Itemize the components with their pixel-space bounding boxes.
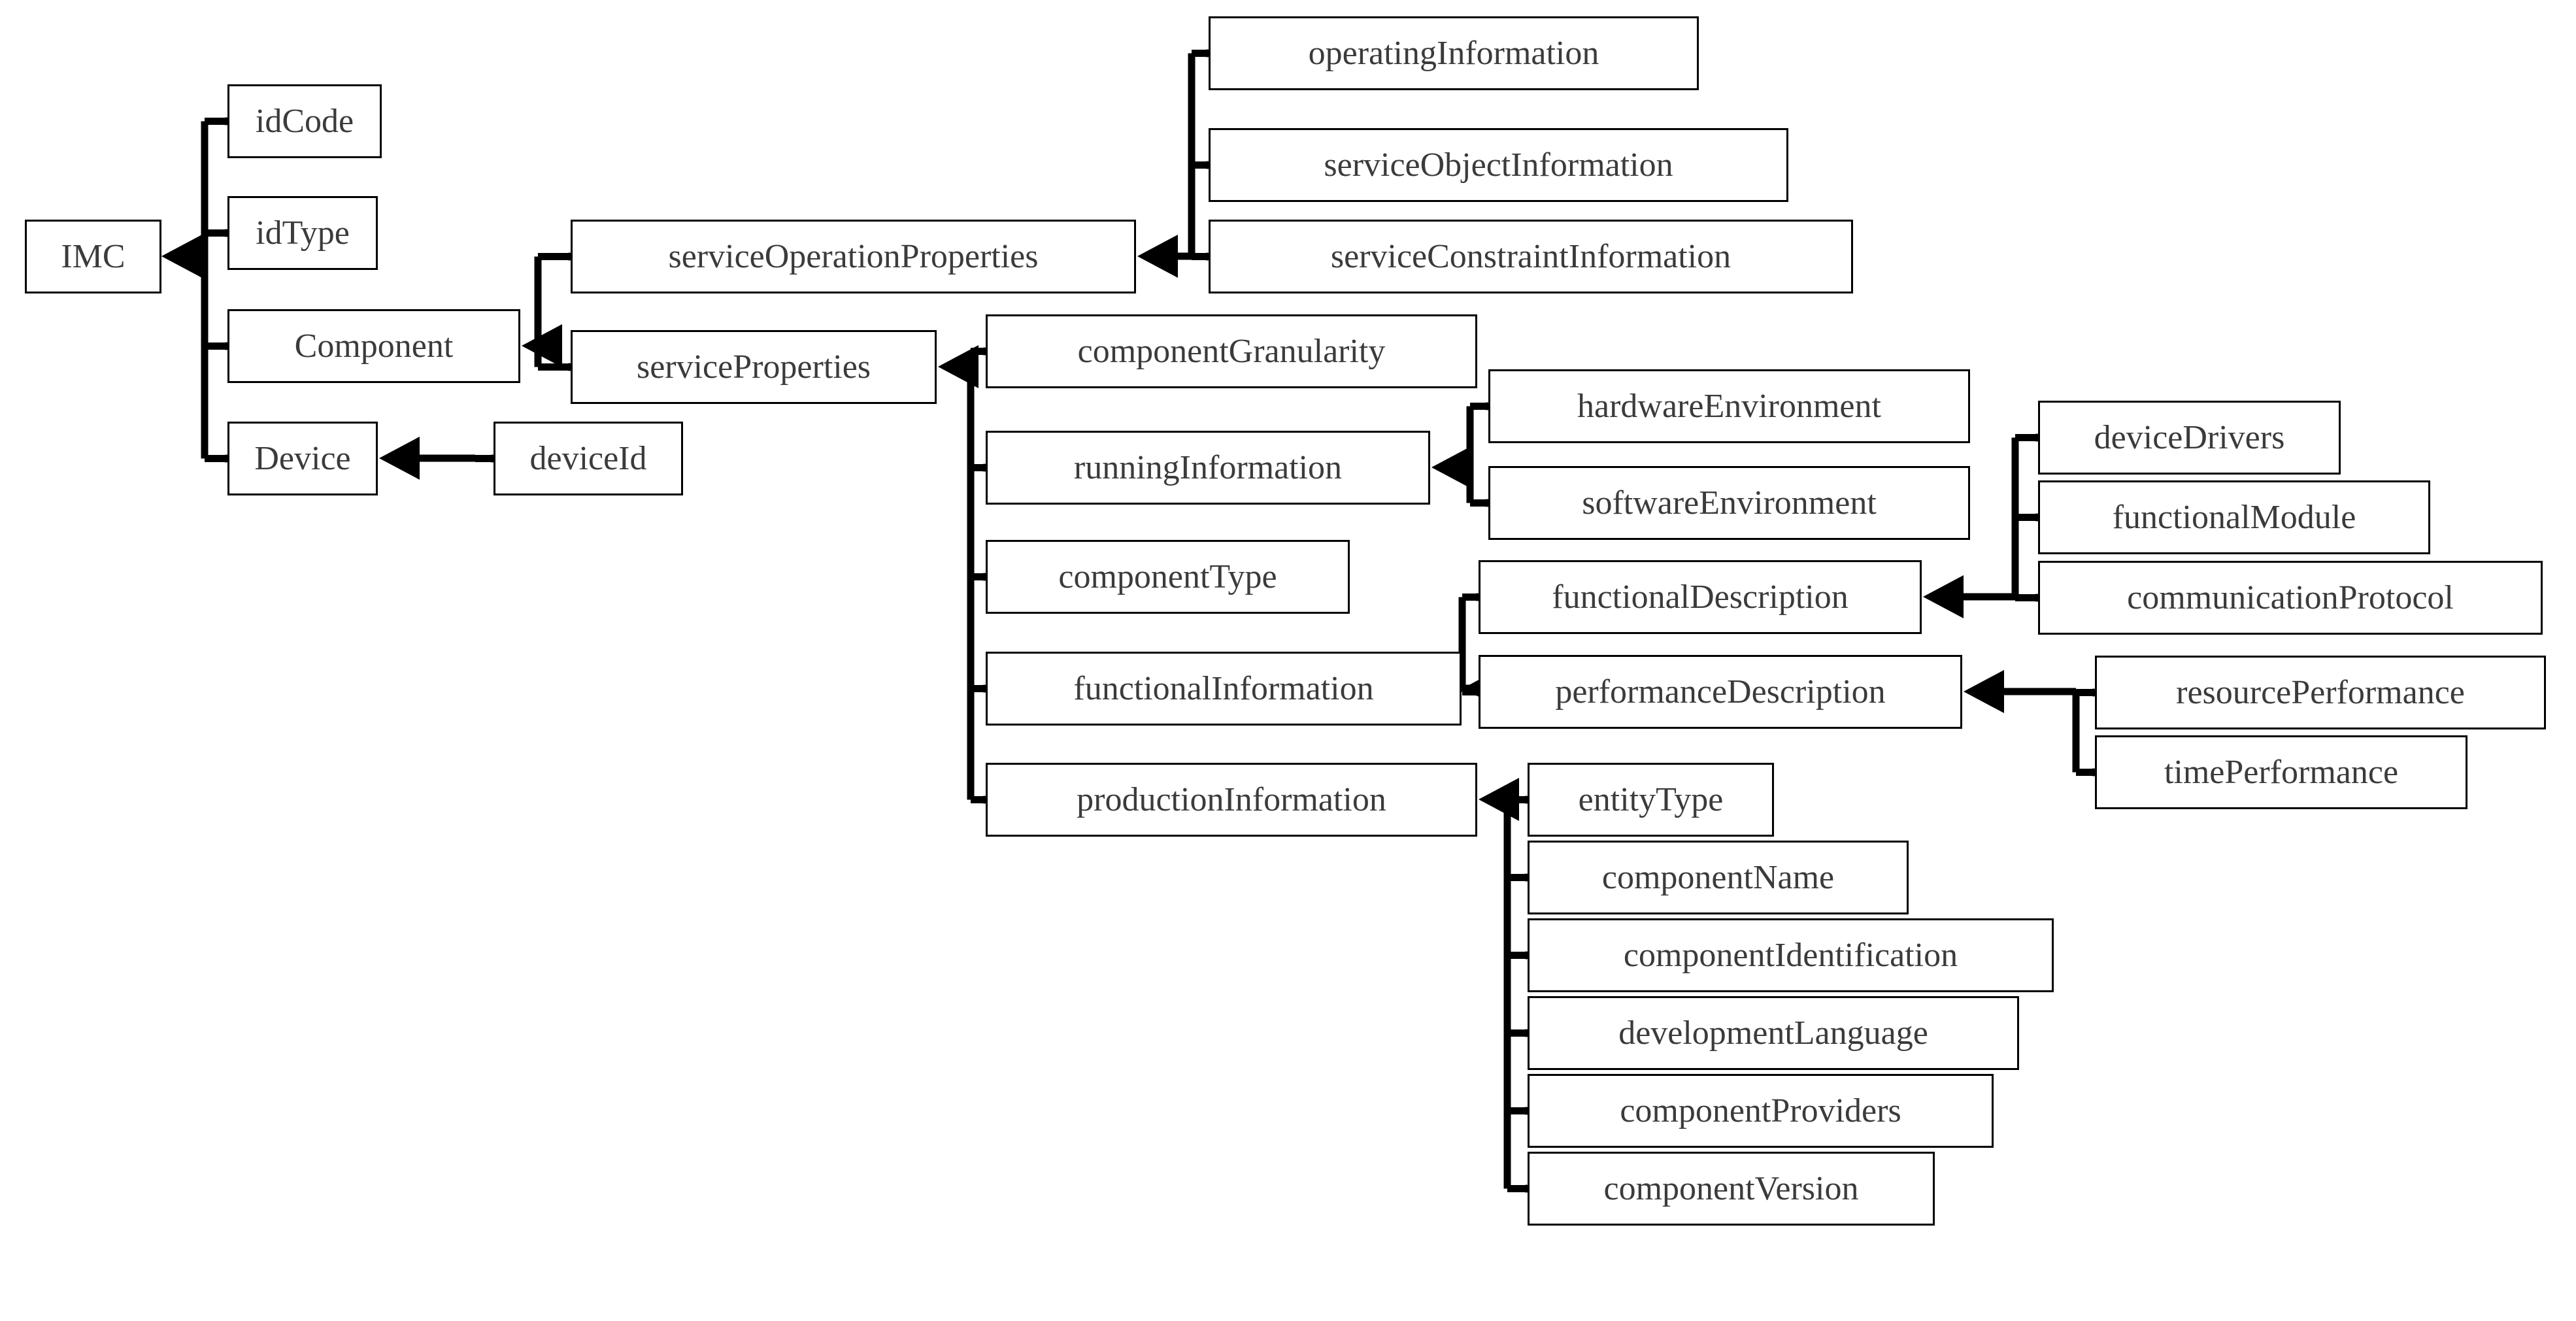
node-runningInformation[interactable]: runningInformation — [986, 431, 1430, 505]
node-label: componentType — [1058, 558, 1277, 595]
node-deviceDrivers[interactable]: deviceDrivers — [2038, 401, 2341, 475]
node-entityType[interactable]: entityType — [1528, 763, 1774, 837]
node-label: serviceObjectInformation — [1324, 146, 1673, 184]
node-functionalModule[interactable]: functionalModule — [2038, 480, 2430, 554]
node-label: serviceProperties — [636, 348, 871, 386]
node-label: hardwareEnvironment — [1577, 387, 1881, 425]
node-label: Device — [254, 439, 351, 477]
node-label: entityType — [1578, 780, 1724, 818]
node-component[interactable]: Component — [227, 309, 520, 383]
node-device[interactable]: Device — [227, 422, 378, 495]
node-deviceId[interactable]: deviceId — [493, 422, 683, 495]
node-softwareEnvironment[interactable]: softwareEnvironment — [1488, 466, 1970, 540]
node-label: timePerformance — [2164, 753, 2399, 791]
node-label: componentGranularity — [1077, 332, 1386, 370]
arrowhead-sop-children — [1137, 235, 1178, 278]
node-label: performanceDescription — [1555, 673, 1886, 711]
node-componentGranularity[interactable]: componentGranularity — [986, 314, 1477, 388]
node-serviceConstraintInformation[interactable]: serviceConstraintInformation — [1209, 220, 1853, 293]
node-label: idType — [256, 214, 350, 252]
node-label: functionalInformation — [1073, 669, 1374, 707]
node-serviceObjectInformation[interactable]: serviceObjectInformation — [1209, 128, 1788, 202]
node-label: communicationProtocol — [2127, 578, 2454, 616]
node-label: functionalModule — [2112, 498, 2356, 536]
node-label: componentVersion — [1603, 1169, 1859, 1207]
node-label: componentName — [1601, 858, 1835, 896]
node-imc[interactable]: IMC — [25, 220, 161, 293]
arrowhead-pd-children — [1964, 670, 2004, 713]
node-serviceProperties[interactable]: serviceProperties — [571, 330, 937, 404]
node-resourcePerformance[interactable]: resourcePerformance — [2095, 656, 2546, 729]
node-timePerformance[interactable]: timePerformance — [2095, 735, 2467, 809]
arrowhead-pi-children — [1479, 778, 1519, 821]
node-componentType[interactable]: componentType — [986, 540, 1350, 614]
node-idType[interactable]: idType — [227, 196, 378, 270]
node-label: operatingInformation — [1308, 34, 1599, 72]
node-hardwareEnvironment[interactable]: hardwareEnvironment — [1488, 369, 1970, 443]
node-label: idCode — [255, 102, 354, 140]
node-serviceOperationProperties[interactable]: serviceOperationProperties — [571, 220, 1136, 293]
node-label: serviceOperationProperties — [668, 237, 1039, 275]
node-label: componentProviders — [1620, 1092, 1901, 1129]
node-developmentLanguage[interactable]: developmentLanguage — [1528, 996, 2019, 1070]
arrowhead-device-children — [379, 437, 420, 480]
arrowhead-component-children — [522, 324, 562, 367]
node-label: softwareEnvironment — [1582, 484, 1877, 522]
node-label: IMC — [61, 237, 125, 275]
node-label: developmentLanguage — [1618, 1014, 1928, 1052]
node-label: functionalDescription — [1552, 578, 1848, 616]
arrowhead-fd-children — [1923, 575, 1964, 618]
node-operatingInformation[interactable]: operatingInformation — [1209, 16, 1699, 90]
node-label: productionInformation — [1077, 780, 1386, 818]
arrowhead-ri-children — [1431, 446, 1472, 489]
node-idCode[interactable]: idCode — [227, 84, 382, 158]
node-label: componentIdentification — [1623, 936, 1958, 974]
node-functionalDescription[interactable]: functionalDescription — [1479, 560, 1922, 634]
node-componentName[interactable]: componentName — [1528, 841, 1909, 914]
node-label: serviceConstraintInformation — [1330, 237, 1731, 275]
node-productionInformation[interactable]: productionInformation — [986, 763, 1477, 837]
node-componentVersion[interactable]: componentVersion — [1528, 1152, 1935, 1226]
arrowhead-imc-children — [161, 235, 202, 278]
node-label: deviceId — [529, 439, 647, 477]
node-label: Component — [294, 327, 454, 365]
node-label: resourcePerformance — [2176, 673, 2465, 711]
node-communicationProtocol[interactable]: communicationProtocol — [2038, 561, 2543, 635]
node-label: deviceDrivers — [2094, 418, 2285, 456]
node-componentIdentification[interactable]: componentIdentification — [1528, 918, 2054, 992]
arrowhead-sp-children — [938, 345, 979, 388]
node-functionalInformation[interactable]: functionalInformation — [986, 652, 1462, 726]
node-performanceDescription[interactable]: performanceDescription — [1479, 655, 1962, 729]
node-componentProviders[interactable]: componentProviders — [1528, 1074, 1994, 1148]
node-label: runningInformation — [1073, 448, 1343, 486]
